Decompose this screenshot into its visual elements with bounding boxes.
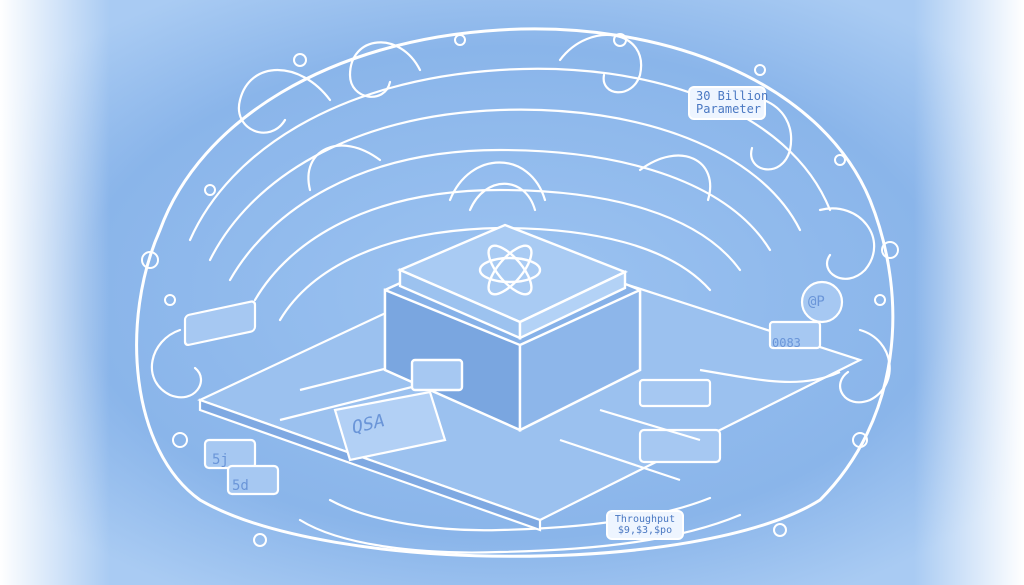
processor-chip [383, 223, 642, 432]
left-edge-fade [0, 0, 110, 585]
round-chip-label: @P [808, 294, 825, 310]
doodle-dots [141, 33, 899, 547]
small-chip-label-b: 5d [232, 478, 249, 494]
parameter-count-tag: 30 Billion Parameter [688, 86, 769, 121]
parameter-count-line1: 30 Billion [696, 89, 769, 103]
parameter-count-line2: Parameter [696, 102, 762, 117]
swirl-cloud [135, 27, 895, 558]
right-edge-fade [914, 0, 1024, 585]
side-chip-label: 0083 [772, 336, 801, 350]
small-chip-label-a: 5j [212, 452, 229, 468]
throughput-tag: Throughput $9,$3,$po [606, 510, 684, 540]
throughput-line2: $9,$3,$po [617, 525, 673, 536]
throughput-line1: Throughput [614, 514, 676, 525]
atom-knot-icon [478, 244, 542, 296]
